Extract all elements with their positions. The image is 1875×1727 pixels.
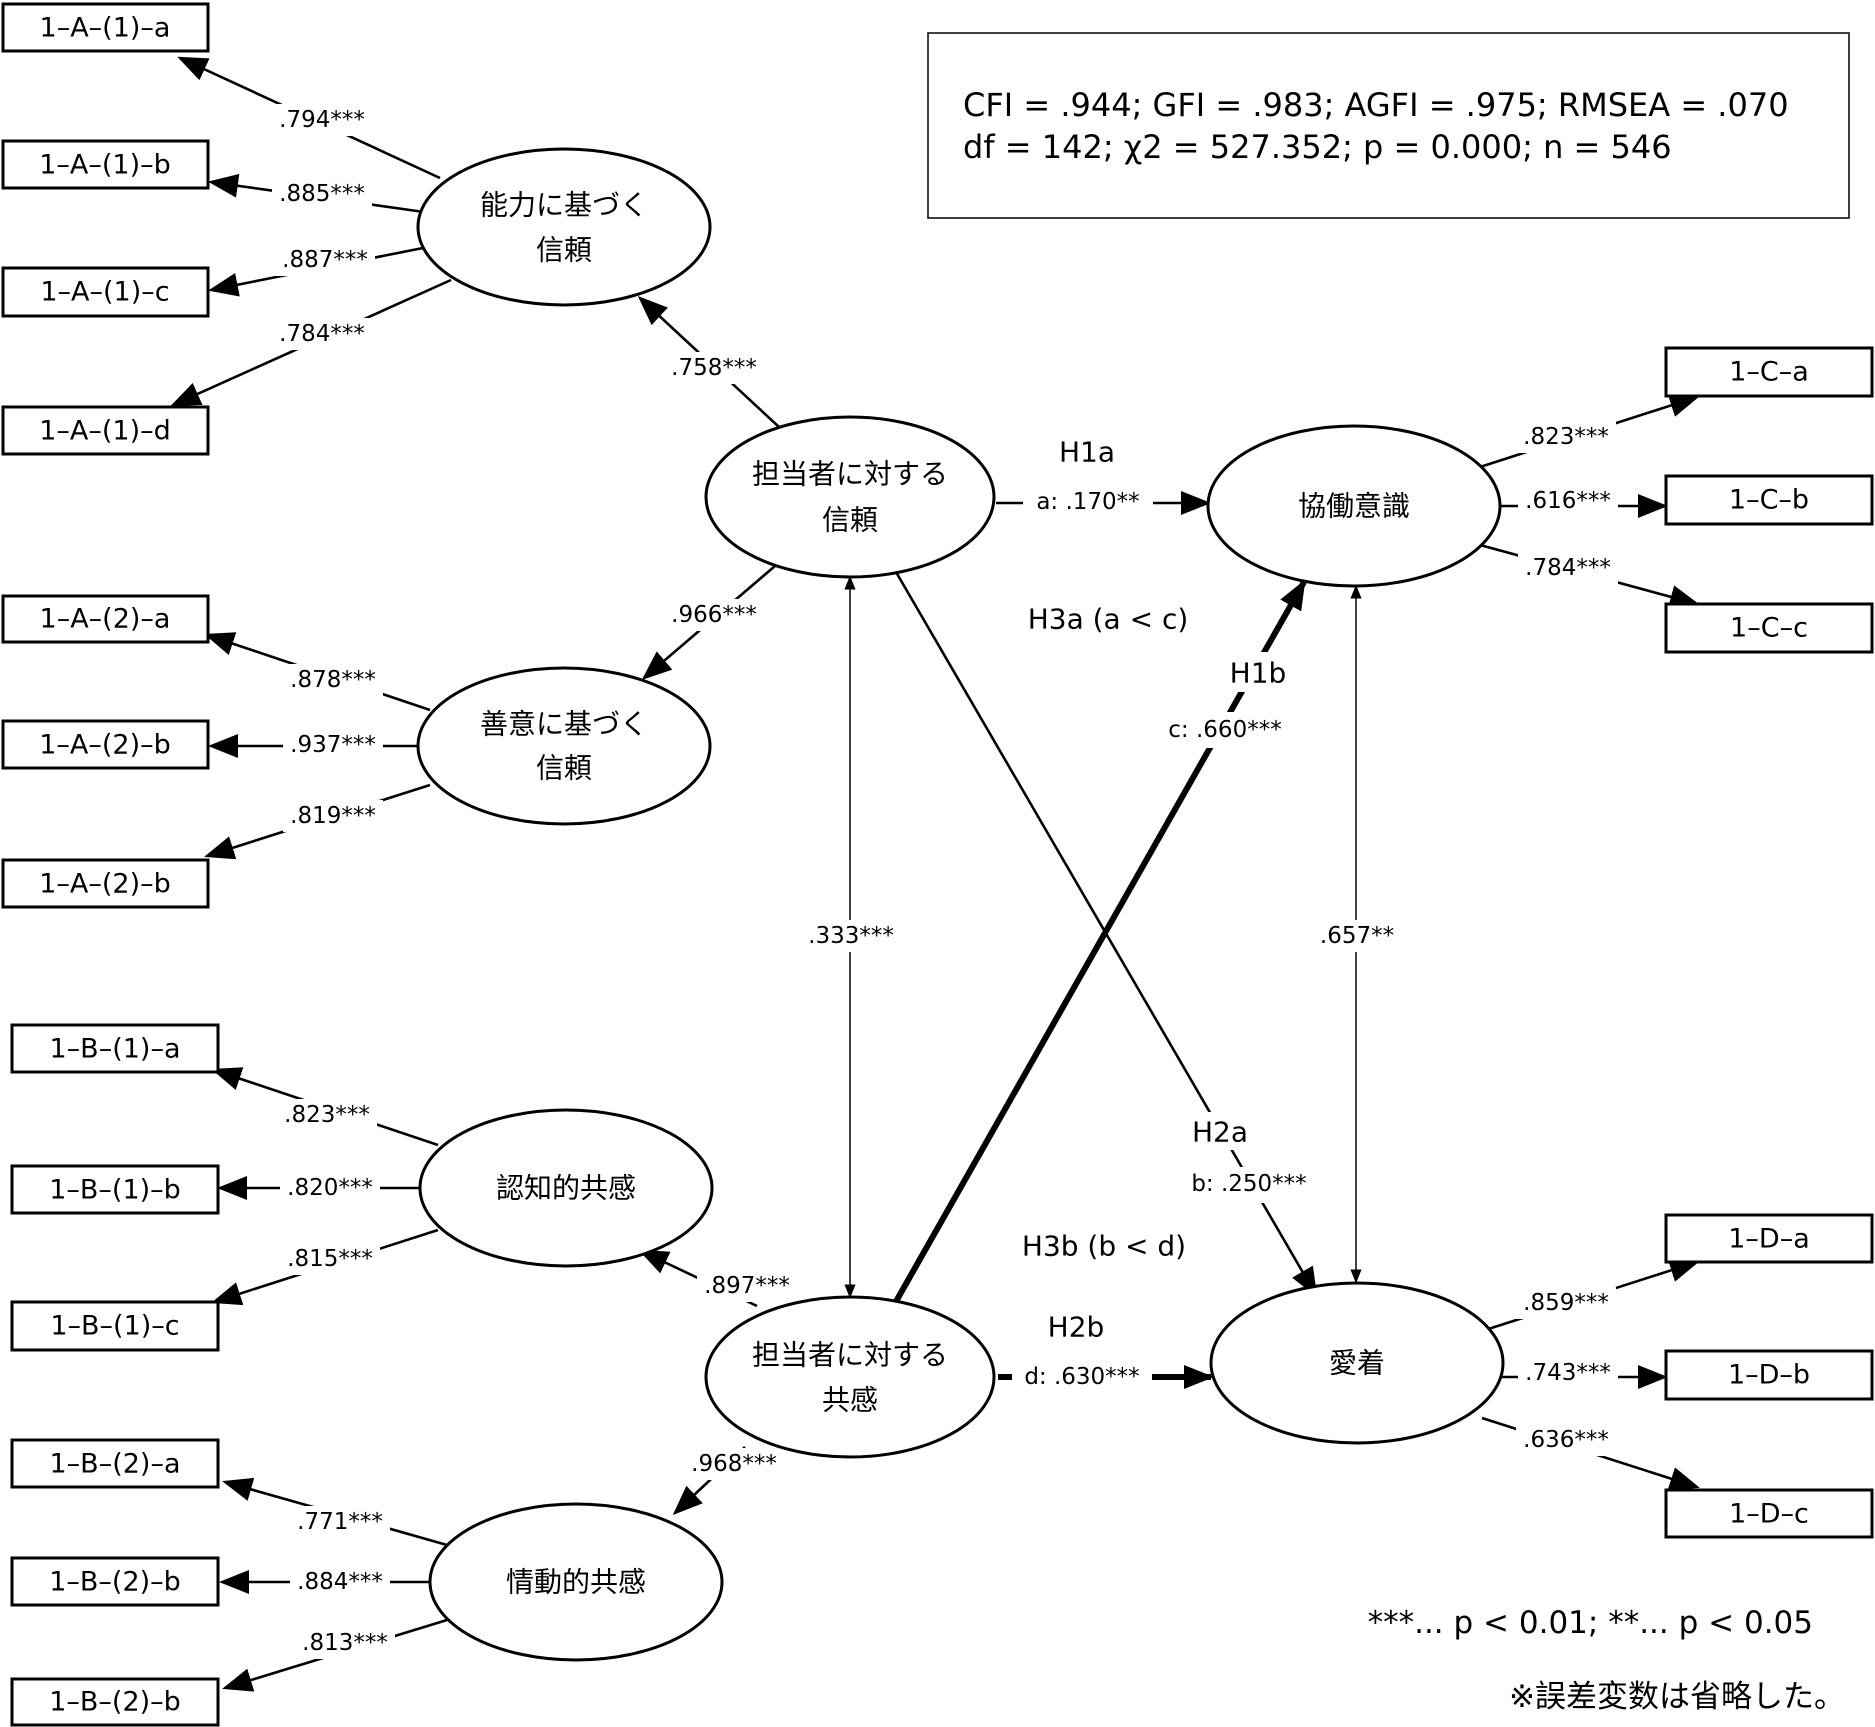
fit-indices-line1: CFI = .944; GFI = .983; AGFI = .975; RMS… <box>963 86 1789 124</box>
indicator-label: 1–B–(1)–a <box>50 1034 181 1065</box>
omitted-error-note: ※誤差変数は省略した。 <box>1509 1679 1845 1715</box>
coef-trust-to-ability: .758*** <box>671 355 757 381</box>
indicator-label: 1–B–(2)–b <box>49 1687 181 1718</box>
loading-b2-c: .813*** <box>302 1630 388 1656</box>
latent-cognitive-empathy: 認知的共感 <box>418 1108 714 1268</box>
fit-indices-box: CFI = .944; GFI = .983; AGFI = .975; RMS… <box>927 32 1850 219</box>
indicator-label: 1–D–c <box>1729 1499 1809 1530</box>
indicator-label: 1–B–(2)–b <box>49 1567 181 1598</box>
latent-collaboration: 協働意識 <box>1206 424 1502 588</box>
latent-affective-empathy: 情動的共感 <box>428 1502 724 1662</box>
path-h1b-arrow <box>891 579 1307 1307</box>
coef-h2a: b: .250*** <box>1191 1171 1306 1197</box>
indicators-b2: 1–B–(2)–a 1–B–(2)–b 1–B–(2)–b <box>10 1438 220 1727</box>
latent-label: 担当者に対する <box>752 1339 948 1372</box>
latent-label: 信頼 <box>822 504 878 537</box>
label-h2b: H2b <box>1048 1311 1105 1344</box>
latent-label: 能力に基づく <box>480 189 648 222</box>
indicators-b1: 1–B–(1)–a 1–B–(1)–b 1–B–(1)–c <box>10 1023 220 1352</box>
loading-a1-c: .887*** <box>282 247 368 273</box>
latent-staff-trust: 担当者に対する 信頼 <box>704 415 996 579</box>
loading-lines <box>170 56 1700 1692</box>
coef-cov-collab-attach: .657** <box>1320 923 1394 949</box>
structural-labels: .333*** .657** H1a a: .170** H3a (a < c)… <box>802 436 1402 1395</box>
latent-label: 信頼 <box>536 234 592 267</box>
latent-goodwill-trust: 善意に基づく 信頼 <box>416 666 712 826</box>
indicator-label: 1–C–a <box>1729 357 1809 388</box>
fit-indices-line2: df = 142; χ2 = 527.352; p = 0.000; n = 5… <box>963 128 1672 166</box>
label-h2a: H2a <box>1192 1116 1248 1149</box>
indicator-label: 1–A–(2)–a <box>40 604 171 635</box>
coef-h1a: a: .170** <box>1036 489 1139 515</box>
latent-label: 協働意識 <box>1298 490 1410 523</box>
indicator-label: 1–A–(2)–b <box>39 869 171 900</box>
loading-c-c: .784*** <box>1525 555 1611 581</box>
loading-c-b: .616*** <box>1525 488 1611 514</box>
loading-a1-a: .794*** <box>279 107 365 133</box>
latent-label: 善意に基づく <box>480 708 648 741</box>
loading-a1-d: .784*** <box>279 321 365 347</box>
loading-b1-a: .823*** <box>284 1102 370 1128</box>
latent-ability-trust: 能力に基づく 信頼 <box>416 147 712 307</box>
indicator-label: 1–D–a <box>1728 1224 1810 1255</box>
label-h1b: H1b <box>1230 657 1287 690</box>
coef-cov-trust-empathy: .333*** <box>808 923 894 949</box>
indicator-label: 1–B–(1)–c <box>50 1311 179 1342</box>
latent-label: 信頼 <box>536 752 592 785</box>
indicator-label: 1–B–(1)–b <box>49 1175 181 1206</box>
label-h1a: H1a <box>1059 436 1115 469</box>
coef-empathy-to-affective: .968*** <box>691 1451 777 1477</box>
indicators-a1: 1–A–(1)–a 1–A–(1)–b 1–A–(1)–c 1–A–(1)–d <box>1 2 210 456</box>
loading-d-a: .859*** <box>1523 1290 1609 1316</box>
loading-b1-c: .815*** <box>287 1246 373 1272</box>
label-h3a: H3a (a < c) <box>1028 603 1189 636</box>
indicator-label: 1–A–(1)–b <box>39 150 171 181</box>
loading-a2-b: .937*** <box>290 732 376 758</box>
latent-label: 共感 <box>822 1384 878 1417</box>
indicators-c: 1–C–a 1–C–b 1–C–c <box>1664 346 1874 654</box>
label-h3b: H3b (b < d) <box>1022 1230 1186 1263</box>
loading-b2-a: .771*** <box>297 1509 383 1535</box>
loading-b1-b: .820*** <box>287 1175 373 1201</box>
indicator-label: 1–A–(2)–b <box>39 730 171 761</box>
latent-label: 愛着 <box>1329 1347 1385 1380</box>
latent-label: 情動的共感 <box>506 1566 646 1599</box>
indicator-label: 1–A–(1)–c <box>40 277 169 308</box>
coef-trust-to-goodwill: .966*** <box>671 602 757 628</box>
indicator-label: 1–C–c <box>1730 613 1808 644</box>
loading-c-a: .823*** <box>1523 424 1609 450</box>
loading-a2-a: .878*** <box>290 667 376 693</box>
loading-labels: .794*** .885*** .887*** .784*** .878*** … <box>272 104 1618 1659</box>
indicators-d: 1–D–a 1–D–b 1–D–c <box>1664 1213 1874 1539</box>
coef-empathy-to-cognitive: .897*** <box>704 1273 790 1299</box>
latent-label: 認知的共感 <box>496 1172 636 1205</box>
loading-d-c: .636*** <box>1523 1427 1609 1453</box>
latent-staff-empathy: 担当者に対する 共感 <box>704 1295 996 1459</box>
loading-a1-b: .885*** <box>279 181 365 207</box>
coef-h1b: c: .660*** <box>1168 717 1281 743</box>
loading-a2-c: .819*** <box>290 803 376 829</box>
loading-b2-b: .884*** <box>297 1569 383 1595</box>
significance-note: ***... p < 0.01; **... p < 0.05 <box>1368 1605 1813 1641</box>
indicator-label: 1–D–b <box>1728 1360 1810 1391</box>
indicators-a2: 1–A–(2)–a 1–A–(2)–b 1–A–(2)–b <box>1 594 210 909</box>
latent-label: 担当者に対する <box>752 458 948 491</box>
latent-attachment: 愛着 <box>1209 1281 1505 1445</box>
indicator-label: 1–A–(1)–a <box>40 13 171 44</box>
indicator-label: 1–A–(1)–d <box>39 416 171 447</box>
coef-h2b: d: .630*** <box>1024 1364 1139 1390</box>
second-order-labels: .758*** .966*** .897*** .968*** <box>664 352 797 1480</box>
indicator-label: 1–B–(2)–a <box>50 1449 181 1480</box>
loading-d-b: .743*** <box>1525 1360 1611 1386</box>
indicator-label: 1–C–b <box>1729 485 1809 516</box>
